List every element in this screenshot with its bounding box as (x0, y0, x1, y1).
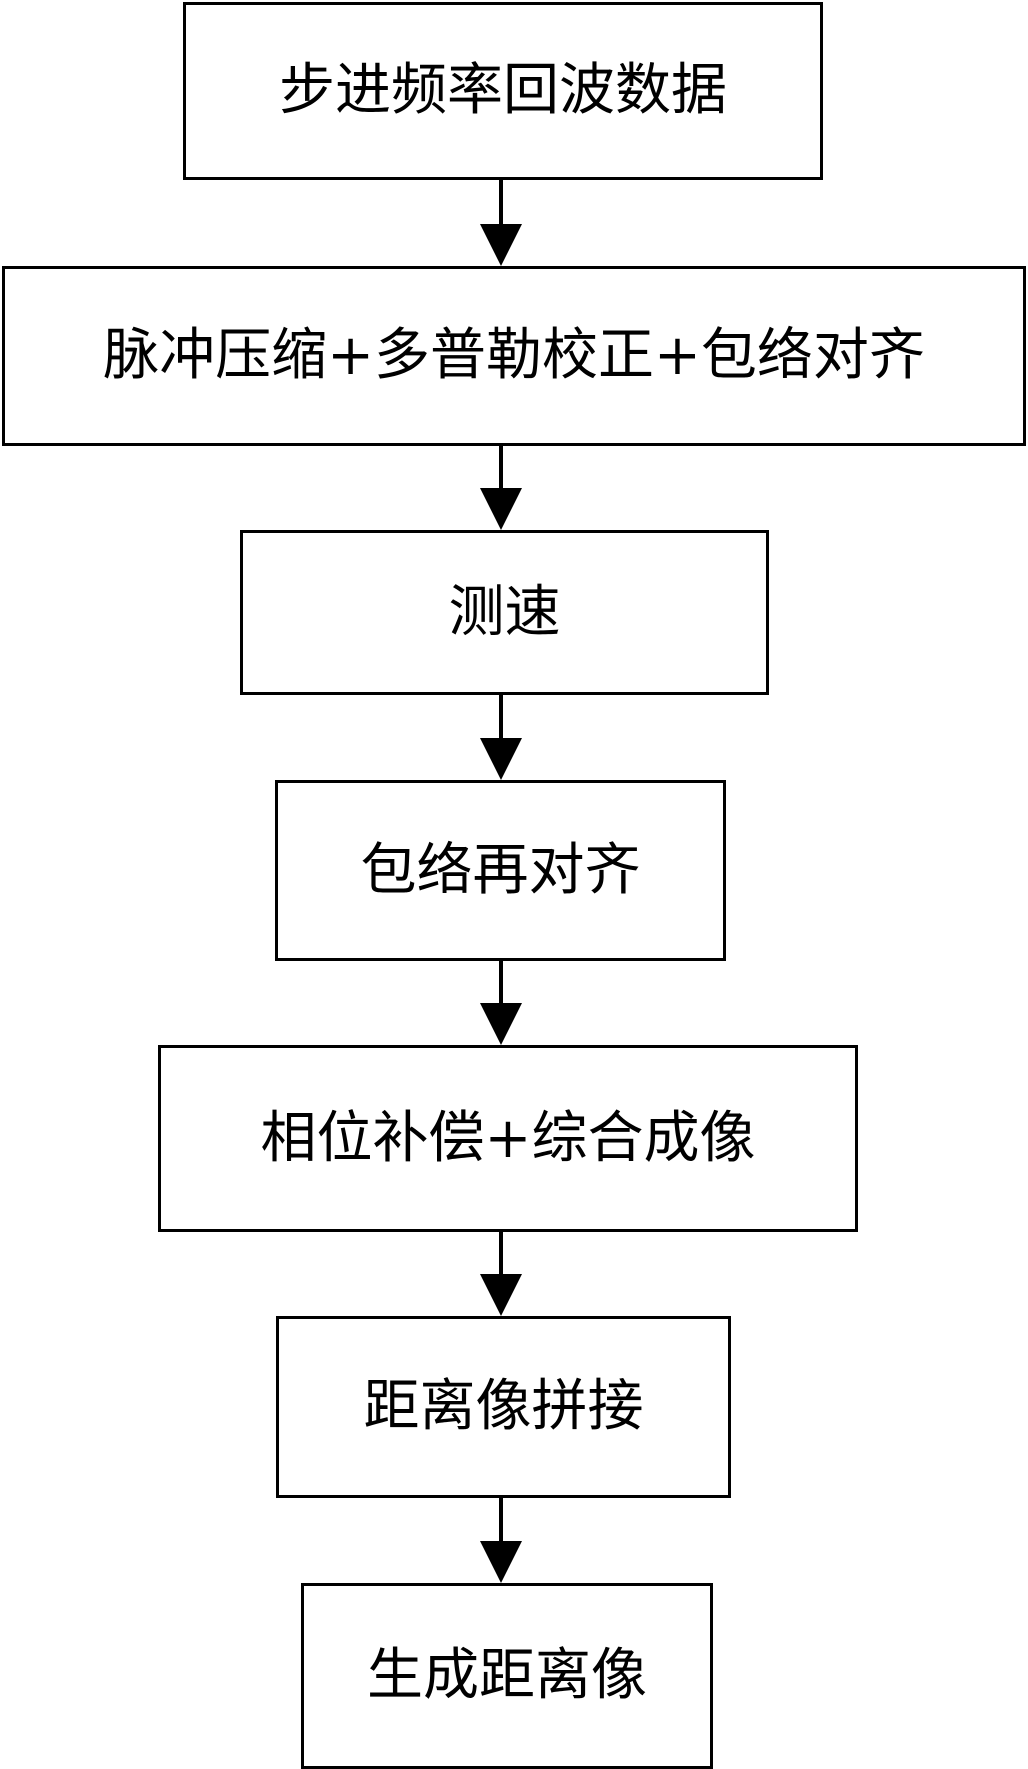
step-envelope-realign-box: 包络再对齐 (275, 780, 726, 961)
flow-arrow (480, 180, 522, 266)
flow-arrow (480, 1232, 522, 1316)
step-generate-range-profile-box: 生成距离像 (301, 1583, 713, 1769)
step-label: 步进频率回波数据 (279, 58, 727, 123)
step-label: 包络再对齐 (360, 837, 641, 903)
step-velocity-measure-box: 测速 (240, 530, 769, 695)
step-label: 脉冲压缩+多普勒校正+包络对齐 (103, 323, 925, 388)
step-pulse-compression-box: 脉冲压缩+多普勒校正+包络对齐 (2, 266, 1026, 446)
flow-arrow (480, 695, 522, 780)
step-range-profile-stitch-box: 距离像拼接 (276, 1316, 731, 1498)
step-phase-compensation-box: 相位补偿+综合成像 (158, 1045, 858, 1232)
step-label: 距离像拼接 (363, 1374, 644, 1439)
flow-arrow (480, 446, 522, 530)
step-label: 相位补偿+综合成像 (260, 1105, 756, 1171)
flow-arrow (480, 1498, 522, 1583)
step-label: 生成距离像 (367, 1643, 647, 1708)
step-echo-data-box: 步进频率回波数据 (183, 2, 823, 180)
flow-arrow (480, 961, 522, 1045)
step-label: 测速 (448, 579, 561, 645)
